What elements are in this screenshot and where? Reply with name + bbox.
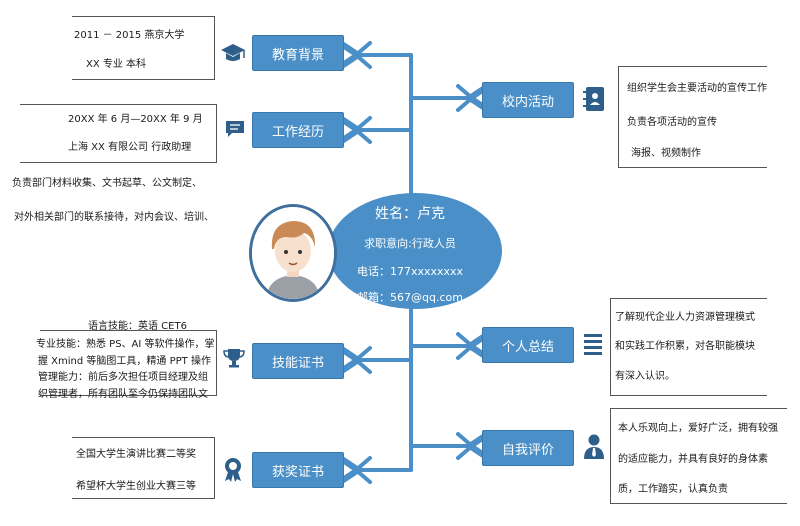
node-awards: 获奖证书: [252, 452, 344, 488]
award-ribbon-icon: [220, 456, 246, 482]
work-line-2: 上海 XX 有限公司 行政助理: [68, 142, 192, 153]
skills-bracket: [40, 330, 217, 396]
skills-line-4: 管理能力：前后多次担任项目经理及组: [38, 372, 208, 383]
contact-book-icon: [582, 86, 608, 112]
work-line-3: 负责部门材料收集、文书起草、公文制定、: [12, 178, 202, 189]
skills-line-5: 织管理者，所有团队至今仍保持团队文: [38, 389, 208, 400]
node-work: 工作经历: [252, 112, 344, 148]
profile-name: 姓名：卢克: [375, 206, 445, 222]
self-line-1: 本人乐观向上，爱好广泛，拥有较强: [618, 423, 778, 434]
campus-line-2: 负责各项活动的宣传: [627, 117, 717, 128]
education-line-2: XX 专业 本科: [86, 59, 147, 70]
work-bracket: [20, 104, 217, 163]
campus-bracket: [618, 66, 767, 168]
node-campus: 校内活动: [482, 82, 574, 118]
profile-intent: 求职意向:行政人员: [364, 237, 456, 250]
campus-line-1: 组织学生会主要活动的宣传工作: [627, 83, 767, 94]
arrowhead: [354, 41, 372, 69]
work-line-1: 20XX 年 6 月—20XX 年 9 月: [68, 114, 203, 125]
campus-line-3: 海报、视频制作: [631, 148, 701, 159]
graduation-cap-icon: [220, 40, 246, 66]
self-line-2: 的适应能力，并具有良好的身体素: [618, 454, 768, 465]
summary-line-1: 了解现代企业人力资源管理模式: [615, 312, 755, 323]
profile-email: 邮箱：567@qq.com: [357, 291, 463, 304]
node-summary: 个人总结: [482, 327, 574, 363]
trophy-icon: [222, 346, 248, 372]
education-line-1: 2011 － 2015 燕京大学: [74, 30, 185, 41]
summary-bracket: [610, 298, 767, 396]
profile-ellipse: [328, 193, 502, 309]
list-icon: [582, 332, 608, 358]
education-bracket: [72, 16, 215, 80]
awards-line-1: 全国大学生演讲比赛二等奖: [76, 449, 196, 460]
awards-line-2: 希望杯大学生创业大赛三等: [76, 481, 196, 492]
node-education: 教育背景: [252, 35, 344, 71]
node-skills: 技能证书: [252, 343, 344, 379]
self-line-3: 质，工作踏实，认真负责: [618, 484, 728, 495]
work-line-4: 对外相关部门的联系接待，对内会议、培训、: [14, 212, 214, 223]
skills-line-3: 握 Xmind 等脑图工具，精通 PPT 操作: [38, 356, 211, 367]
awards-bracket: [72, 437, 215, 499]
skills-line-2: 专业技能：熟悉 PS、AI 等软件操作，掌: [36, 339, 215, 350]
profile-phone: 电话：177xxxxxxxx: [356, 265, 464, 278]
summary-line-2: 和实践工作积累，对各职能模块: [615, 341, 755, 352]
summary-line-3: 有深入认识。: [615, 371, 675, 382]
self-bracket: [610, 408, 787, 504]
node-self-evaluation: 自我评价: [482, 430, 574, 466]
avatar: [249, 204, 337, 302]
skills-line-1: 语言技能：英语 CET6: [88, 321, 187, 332]
user-tie-icon: [582, 433, 608, 459]
chat-bubble-icon: [224, 118, 250, 144]
